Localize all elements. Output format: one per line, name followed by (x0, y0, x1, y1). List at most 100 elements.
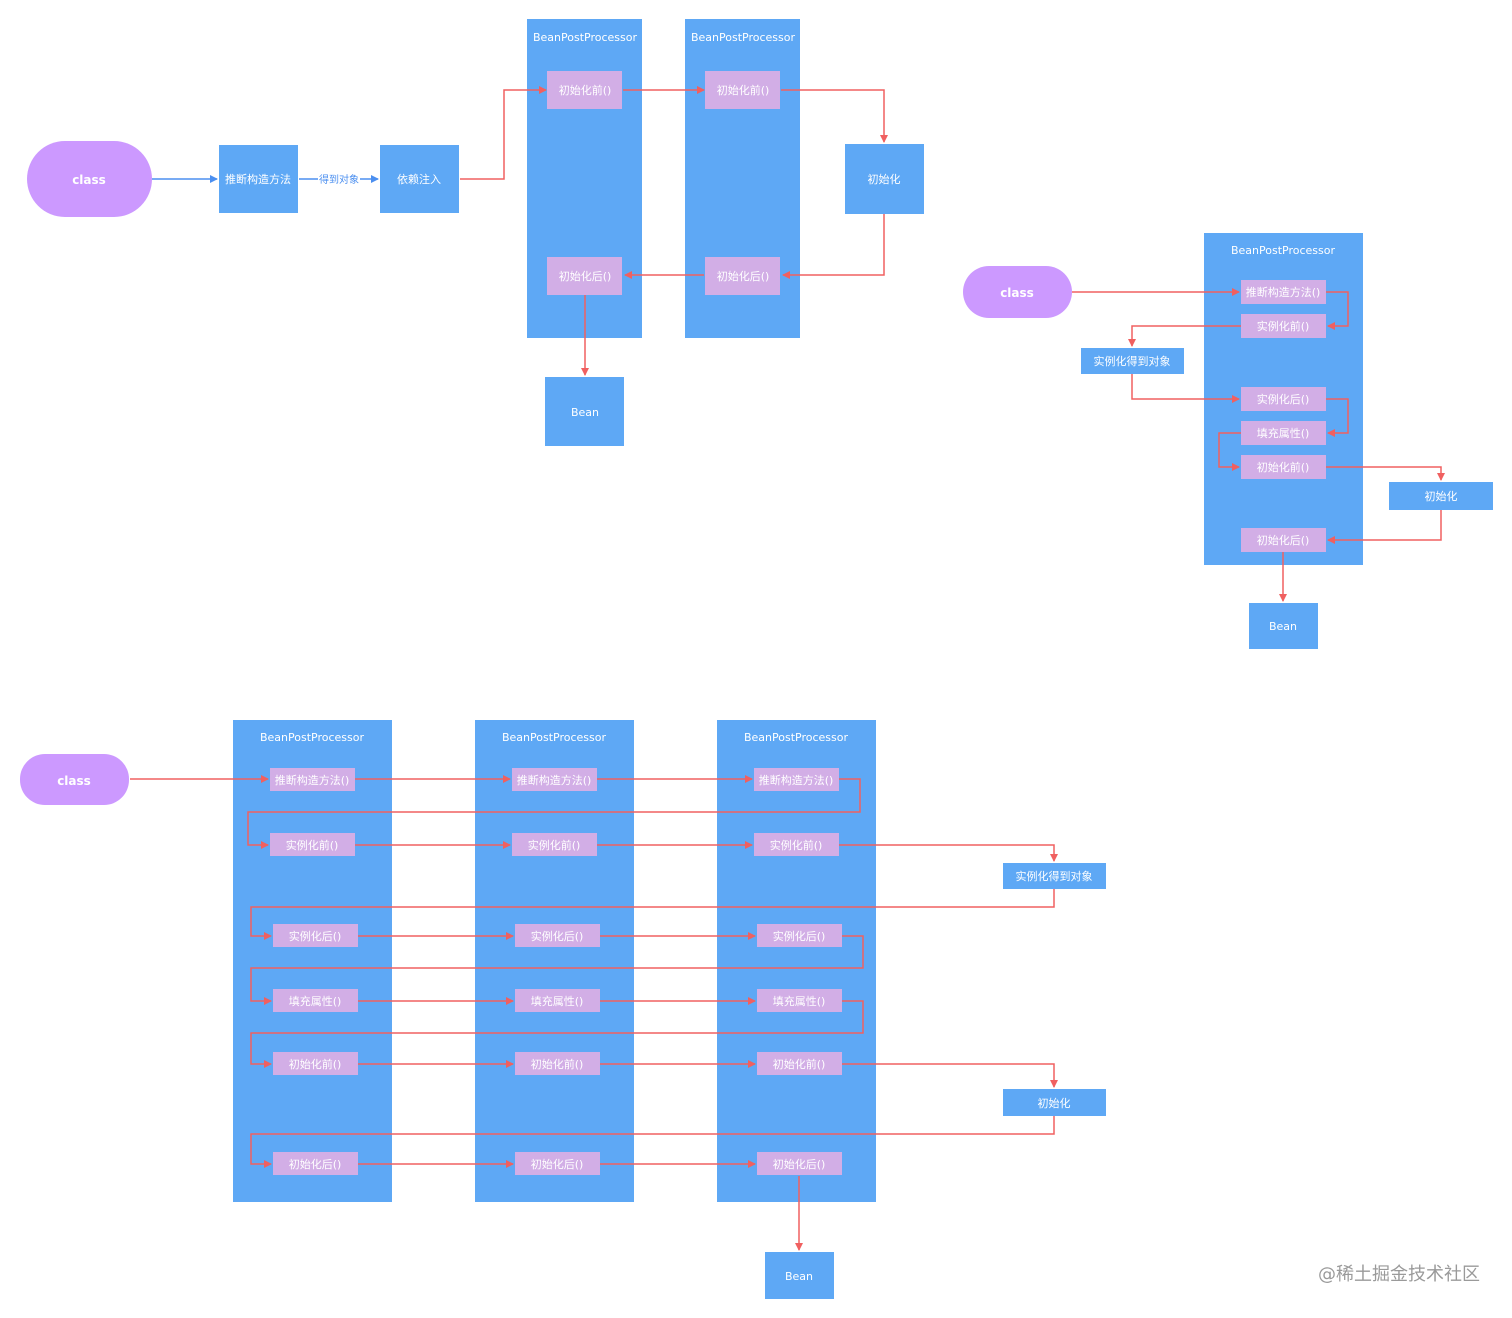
step-before-instantiation (270, 833, 355, 856)
bpp1-before-step (547, 71, 622, 109)
bpp-title-1: BeanPostProcessor (260, 731, 364, 744)
bpp-title-2: BeanPostProcessor (502, 731, 606, 744)
step-constructor-label: 推断构造方法() (517, 773, 592, 787)
step-before-instantiation-label: 实例化前() (286, 838, 339, 852)
bpp-container-2 (475, 720, 634, 1202)
instantiate-node (1003, 863, 1106, 889)
step-before-instantiation (754, 833, 839, 856)
constructor-label: 推断构造方法 (225, 172, 291, 186)
step-after-init (757, 1152, 842, 1175)
step-populate (515, 989, 600, 1012)
step-after-init-label: 初始化后() (531, 1157, 584, 1171)
bpp1-before-label: 初始化前() (559, 83, 612, 97)
class-label: class (1000, 286, 1034, 300)
red-edges-2 (1072, 288, 1445, 602)
step-constructor-label: 推断构造方法() (275, 773, 350, 787)
class-label: class (72, 173, 106, 187)
init-label: 初始化 (1038, 1096, 1071, 1110)
step-before-instantiation (1241, 314, 1326, 338)
bpp2-after-step (705, 257, 780, 295)
red-edges-1 (460, 86, 888, 376)
step-constructor (270, 768, 355, 791)
step-populate-label: 填充属性() (289, 994, 342, 1008)
bean-node (765, 1252, 834, 1299)
step-populate (273, 989, 358, 1012)
bpp1-after-label: 初始化后() (559, 269, 612, 283)
step-before-init (515, 1052, 600, 1075)
step-constructor (512, 768, 597, 791)
init-node (845, 144, 924, 214)
class-node (27, 141, 152, 217)
step-before-instantiation-label: 实例化前() (770, 838, 823, 852)
step-before-init (757, 1052, 842, 1075)
step-after-init-label: 初始化后() (289, 1157, 342, 1171)
step-before-init (273, 1052, 358, 1075)
step-constructor (1241, 280, 1326, 304)
step-after-instantiation (1241, 387, 1326, 411)
bpp-container-1 (233, 720, 392, 1202)
step-after-instantiation-label: 实例化后() (1257, 392, 1310, 406)
diagram-2: BeanPostProcessor class 推断构造方法() 实例化前() … (963, 233, 1493, 649)
step-populate (757, 989, 842, 1012)
step-before-instantiation-label: 实例化前() (1257, 319, 1310, 333)
diagram-3: BeanPostProcessor BeanPostProcessor Bean… (20, 720, 1106, 1299)
bean-label: Bean (785, 1270, 813, 1283)
init-node (1389, 482, 1493, 510)
bpp1-after-step (547, 257, 622, 295)
bpp-title-3: BeanPostProcessor (744, 731, 848, 744)
step-constructor-label: 推断构造方法() (1246, 285, 1321, 299)
step-after-init (273, 1152, 358, 1175)
step-after-instantiation-label: 实例化后() (531, 929, 584, 943)
bpp2-steps: 推断构造方法() 实例化前() 实例化后() 填充属性() 初始化前() 初始化… (512, 768, 600, 1175)
inject-label: 依赖注入 (397, 172, 441, 186)
class-node (20, 754, 129, 805)
step-after-instantiation-label: 实例化后() (773, 929, 826, 943)
bean-node (545, 377, 624, 446)
bean-label: Bean (1269, 620, 1297, 633)
constructor-node (219, 145, 298, 213)
step-after-instantiation (757, 924, 842, 947)
step-before-init-label: 初始化前() (773, 1057, 826, 1071)
step-after-init-label: 初始化后() (773, 1157, 826, 1171)
step-populate-label: 填充属性() (1257, 426, 1310, 440)
instantiate-label: 实例化得到对象 (1094, 354, 1171, 368)
init-label: 初始化 (1425, 489, 1458, 503)
step-before-instantiation-label: 实例化前() (528, 838, 581, 852)
class-node (963, 266, 1072, 318)
step-before-instantiation (512, 833, 597, 856)
bpp-container-3 (717, 720, 876, 1202)
bpp2-before-label: 初始化前() (717, 83, 770, 97)
step-populate-label: 填充属性() (773, 994, 826, 1008)
bpp2-before-step (705, 71, 780, 109)
bpp-title: BeanPostProcessor (1231, 244, 1335, 257)
inject-node (380, 145, 459, 213)
bpp-title-2: BeanPostProcessor (691, 31, 795, 44)
step-after-init (1241, 528, 1326, 552)
step-after-instantiation-label: 实例化后() (289, 929, 342, 943)
step-after-instantiation (515, 924, 600, 947)
watermark: @稀土掘金技术社区 (1318, 1264, 1480, 1285)
step-before-init-label: 初始化前() (531, 1057, 584, 1071)
class-label: class (57, 774, 91, 788)
step-constructor (754, 768, 839, 791)
init-node (1003, 1089, 1106, 1116)
step-populate (1241, 421, 1326, 445)
bpp-title-1: BeanPostProcessor (533, 31, 637, 44)
step-constructor-label: 推断构造方法() (759, 773, 834, 787)
instantiate-node (1081, 348, 1184, 374)
step-populate-label: 填充属性() (531, 994, 584, 1008)
step-after-init (515, 1152, 600, 1175)
steps: 推断构造方法() 实例化前() 实例化后() 填充属性() 初始化前() 初始化… (1241, 280, 1326, 552)
step-before-init (1241, 455, 1326, 479)
init-label: 初始化 (868, 172, 901, 186)
step-before-init-label: 初始化前() (1257, 460, 1310, 474)
bean-label: Bean (571, 406, 599, 419)
step-before-init-label: 初始化前() (289, 1057, 342, 1071)
bpp1-steps: 推断构造方法() 实例化前() 实例化后() 填充属性() 初始化前() 初始化… (270, 768, 358, 1175)
step-after-init-label: 初始化后() (1257, 533, 1310, 547)
step-after-instantiation (273, 924, 358, 947)
edge-label-get-object: 得到对象 (319, 173, 359, 186)
bpp2-after-label: 初始化后() (717, 269, 770, 283)
red-edges-3 (130, 775, 1058, 1251)
